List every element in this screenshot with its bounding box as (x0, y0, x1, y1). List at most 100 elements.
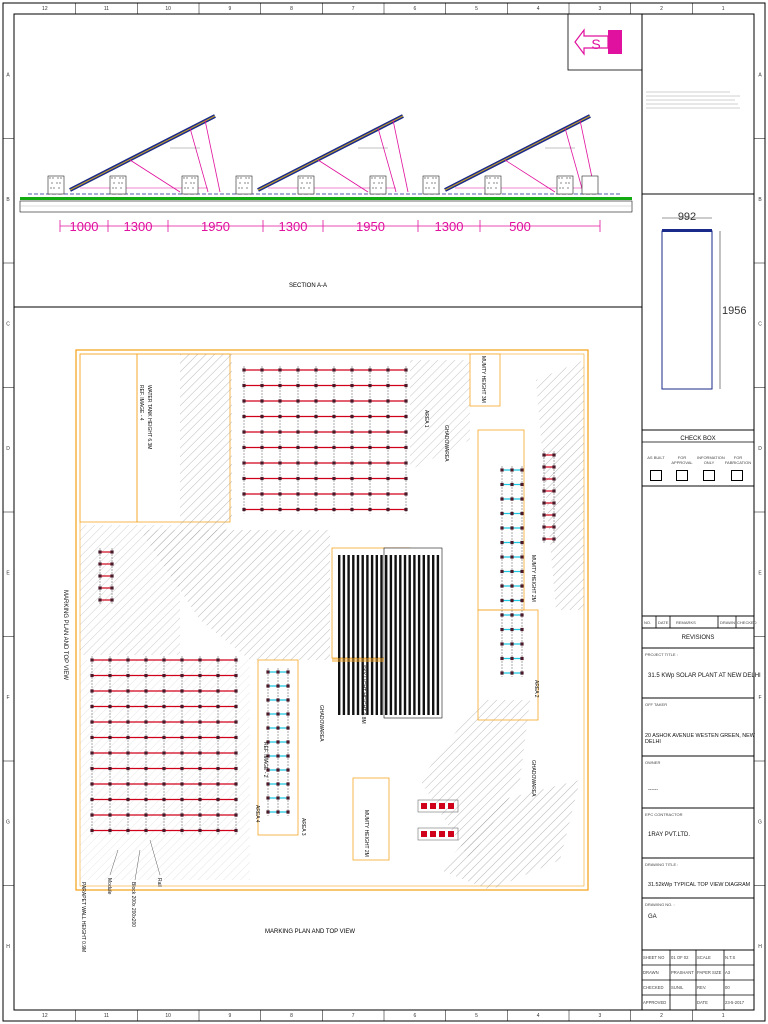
checkbox-as-built[interactable] (650, 470, 662, 481)
skylight-bar (408, 555, 411, 715)
module-label: Module (106, 878, 112, 895)
ghadowarea-right-label: GHADOWAREA (530, 760, 536, 797)
grid-letter: C (758, 321, 762, 327)
grid-number: 8 (290, 6, 293, 12)
skylight-bar (422, 555, 425, 715)
dimension-label: 1000 (70, 219, 99, 234)
section-title: SECTION A-A (289, 283, 327, 289)
solar-table-sections (47, 114, 599, 195)
grid-number: 4 (537, 1013, 540, 1019)
module-width-label: 992 (678, 211, 696, 223)
dimension-label: 1950 (356, 219, 385, 234)
dimension-label: 1300 (279, 219, 308, 234)
module-detail: 992 1956 (641, 193, 755, 431)
checkbox-approval[interactable] (676, 470, 688, 481)
array-ref-4 (98, 548, 114, 604)
drawing-title-label: DRAWING TITLE : (645, 862, 679, 867)
checkbox-information[interactable] (703, 470, 715, 481)
grid-number: 9 (228, 1013, 231, 1019)
grid-number: 9 (228, 6, 231, 12)
concrete-block (109, 175, 127, 195)
array-bottom-groups (417, 799, 459, 841)
project-title-label: PROJECT TITLE : (645, 652, 678, 657)
plan-view: WATER TANK HEIGHT 6.3M REF. IMAGE - 4 GH… (13, 306, 643, 1011)
skylight-bar (389, 555, 393, 715)
title-block-cell: 01 OF 02 (671, 955, 689, 960)
grid-letter: D (758, 446, 762, 452)
rail-label: Rail (156, 878, 162, 887)
svg-text:S: S (591, 36, 600, 52)
offtaker-label: OFF TAKER (645, 702, 668, 707)
title-block-cell: PRASHANT (671, 970, 694, 975)
grid-number: 6 (413, 1013, 416, 1019)
drawing-no: GA (648, 914, 657, 920)
module-height-label: 1956 (722, 305, 746, 317)
rev-header-checked: CHECKED (737, 620, 757, 625)
water-tank-label: WATER TANK HEIGHT 6.3M (146, 385, 152, 449)
plan-side-title: MARKING PLAN AND TOP VIEW (62, 590, 68, 680)
skylight-bar (347, 555, 350, 715)
grid-number: 12 (42, 6, 48, 12)
skylight-bar (417, 555, 421, 715)
grid-number: 7 (352, 1013, 355, 1019)
skylight-bar (352, 555, 355, 715)
skylight-bar (427, 555, 430, 715)
checkbox-fabrication[interactable] (731, 470, 743, 481)
owner-label: OWNER (645, 760, 661, 765)
mumty-bottom-label: MUMTY HEIGHT 2M (363, 810, 369, 857)
grid-number: 3 (598, 1013, 601, 1019)
notes-area (641, 13, 755, 195)
title-block-cell: 23-5-2017 (725, 1000, 745, 1005)
grid-number: 2 (660, 1013, 663, 1019)
epc-value: 1RAY PVT.LTD. (648, 832, 691, 838)
owner-value: ------ (648, 787, 658, 793)
offtaker-value: 20 ASHOK AVENUE WESTEN GREEN, NEW DELHI (645, 733, 755, 745)
grid-number: 1 (722, 1013, 725, 1019)
title-block-cell: N.T.S (725, 955, 736, 960)
concrete-block (235, 175, 253, 195)
concrete-block (422, 175, 440, 195)
title-block-cell: DATE (697, 1000, 708, 1005)
grid-letter: B (6, 197, 10, 203)
title-block-cell: DRAWN (643, 970, 659, 975)
array-right (542, 451, 556, 543)
skylight-bar (436, 555, 440, 715)
skylight-bar (342, 555, 346, 715)
skylight-bar (403, 555, 407, 715)
grid-letter: B (758, 197, 762, 203)
grid-letter: A (6, 72, 10, 78)
dimension-label: 1950 (201, 219, 230, 234)
title-block-cell: REV. (697, 985, 707, 990)
grid-letter: A (758, 72, 762, 78)
concrete-block (47, 175, 65, 195)
area-1-label: AREA 1 (423, 410, 429, 428)
dimension-label: 1300 (435, 219, 464, 234)
project-title: 31.5 KWp SOLAR PLANT AT NEW DELHI (648, 673, 761, 679)
company-logo: S (567, 13, 643, 71)
grid-number: 4 (537, 6, 540, 12)
grid-letter: D (6, 446, 10, 452)
grid-number: 10 (165, 1013, 171, 1019)
skylight-bar (385, 555, 388, 715)
checkbox-label-approval: FOR APPROVAL (671, 455, 693, 465)
checkbox-label-as-built: AS BUILT (647, 455, 665, 460)
grid-number: 8 (290, 1013, 293, 1019)
checkbox-label-fabrication: FOR FABRICATION (724, 455, 752, 465)
skylight-bar (413, 555, 416, 715)
grid-letter: G (6, 819, 10, 825)
concrete-block (181, 175, 199, 195)
ref-image-2-label: REF. IMAGE - 2 (262, 742, 268, 778)
skylight-bar (375, 555, 378, 715)
ghadowarea-mid-label: GHADOWAREA (318, 705, 324, 742)
grid-number: 11 (104, 6, 109, 12)
dimension-label: 1300 (124, 219, 153, 234)
array-area-4 (90, 656, 238, 835)
grid-letter: H (6, 944, 10, 950)
title-block-cell: CHECKED (643, 985, 664, 990)
solar-table-section (235, 114, 409, 195)
skylight-bars (338, 555, 440, 715)
solar-table-section (47, 114, 221, 195)
grid-number: 10 (165, 6, 171, 12)
solar-arrays (90, 366, 556, 841)
